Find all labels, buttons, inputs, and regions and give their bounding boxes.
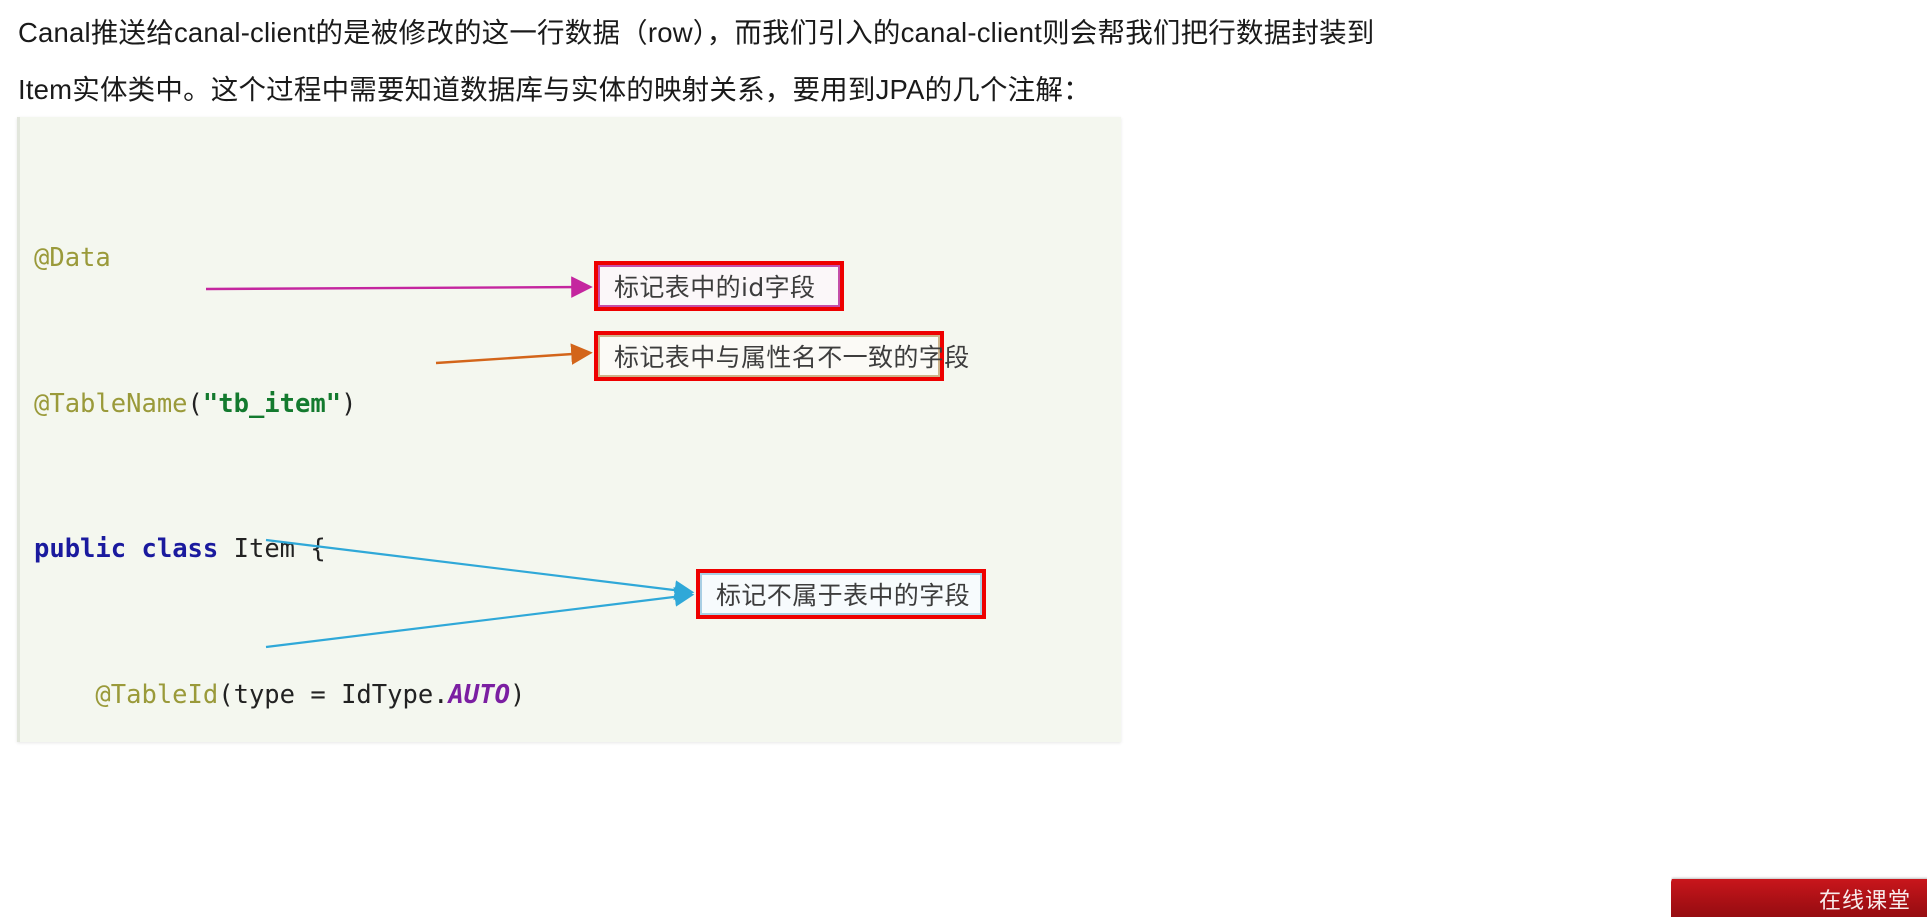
callout-column-field: 标记表中与属性名不一致的字段 xyxy=(594,331,969,381)
annotation-tableid: @TableId xyxy=(95,680,219,711)
code-line-4: @TableId(type = IdType.AUTO) xyxy=(34,677,525,713)
watermark-text: 在线课堂 xyxy=(1818,889,1911,914)
string-tb-item: "tb_item" xyxy=(202,388,342,419)
code-line-3: public class Item { xyxy=(34,531,525,567)
intro-paragraph-line-1: Canal推送给canal-client的是被修改的这一行数据（row），而我们… xyxy=(18,17,1375,48)
callout-id-field-inner: 标记表中的id字段 xyxy=(598,265,840,307)
paren-open-tablename: ( xyxy=(187,388,203,419)
callout-column-field-inner: 标记表中与属性名不一致的字段 xyxy=(598,335,969,377)
annotation-tablename: @TableName xyxy=(34,388,188,419)
intro-paragraph: Canal推送给canal-client的是被修改的这一行数据（row），而我们… xyxy=(18,4,1898,118)
intro-paragraph-line-2: Item实体类中。这个过程中需要知道数据库与实体的映射关系，要用到JPA的几个注… xyxy=(18,74,1091,105)
space-1 xyxy=(126,534,141,564)
paren-close-tablename: ) xyxy=(341,388,357,419)
brace-open: { xyxy=(310,534,326,565)
callout-transient-field-text: 标记不属于表中的字段 xyxy=(716,581,971,610)
code-block: @Data @TableName("tb_item") public class… xyxy=(17,117,1121,742)
keyword-public: public xyxy=(34,534,127,565)
paren-close-tableid: ) xyxy=(509,680,526,711)
constant-auto: AUTO xyxy=(448,680,510,711)
space-2 xyxy=(218,534,233,564)
type-item: Item xyxy=(233,534,296,565)
callout-column-field-text: 标记表中与属性名不一致的字段 xyxy=(614,343,970,372)
watermark-banner: 在线课堂 xyxy=(1671,872,1927,917)
callout-id-field-text: 标记表中的id字段 xyxy=(614,273,816,302)
tableid-args: (type = IdType. xyxy=(218,680,449,711)
callout-id-field: 标记表中的id字段 xyxy=(594,261,844,311)
callout-transient-field-inner: 标记不属于表中的字段 xyxy=(700,573,982,615)
keyword-class: class xyxy=(141,534,219,565)
callout-transient-field: 标记不属于表中的字段 xyxy=(696,569,986,619)
code-line-2: @TableName("tb_item") xyxy=(34,386,525,422)
annotation-data: @Data xyxy=(34,243,111,274)
space-3 xyxy=(295,534,310,564)
code-line-1: @Data xyxy=(34,240,525,276)
code-lines: @Data @TableName("tb_item") public class… xyxy=(34,131,525,742)
